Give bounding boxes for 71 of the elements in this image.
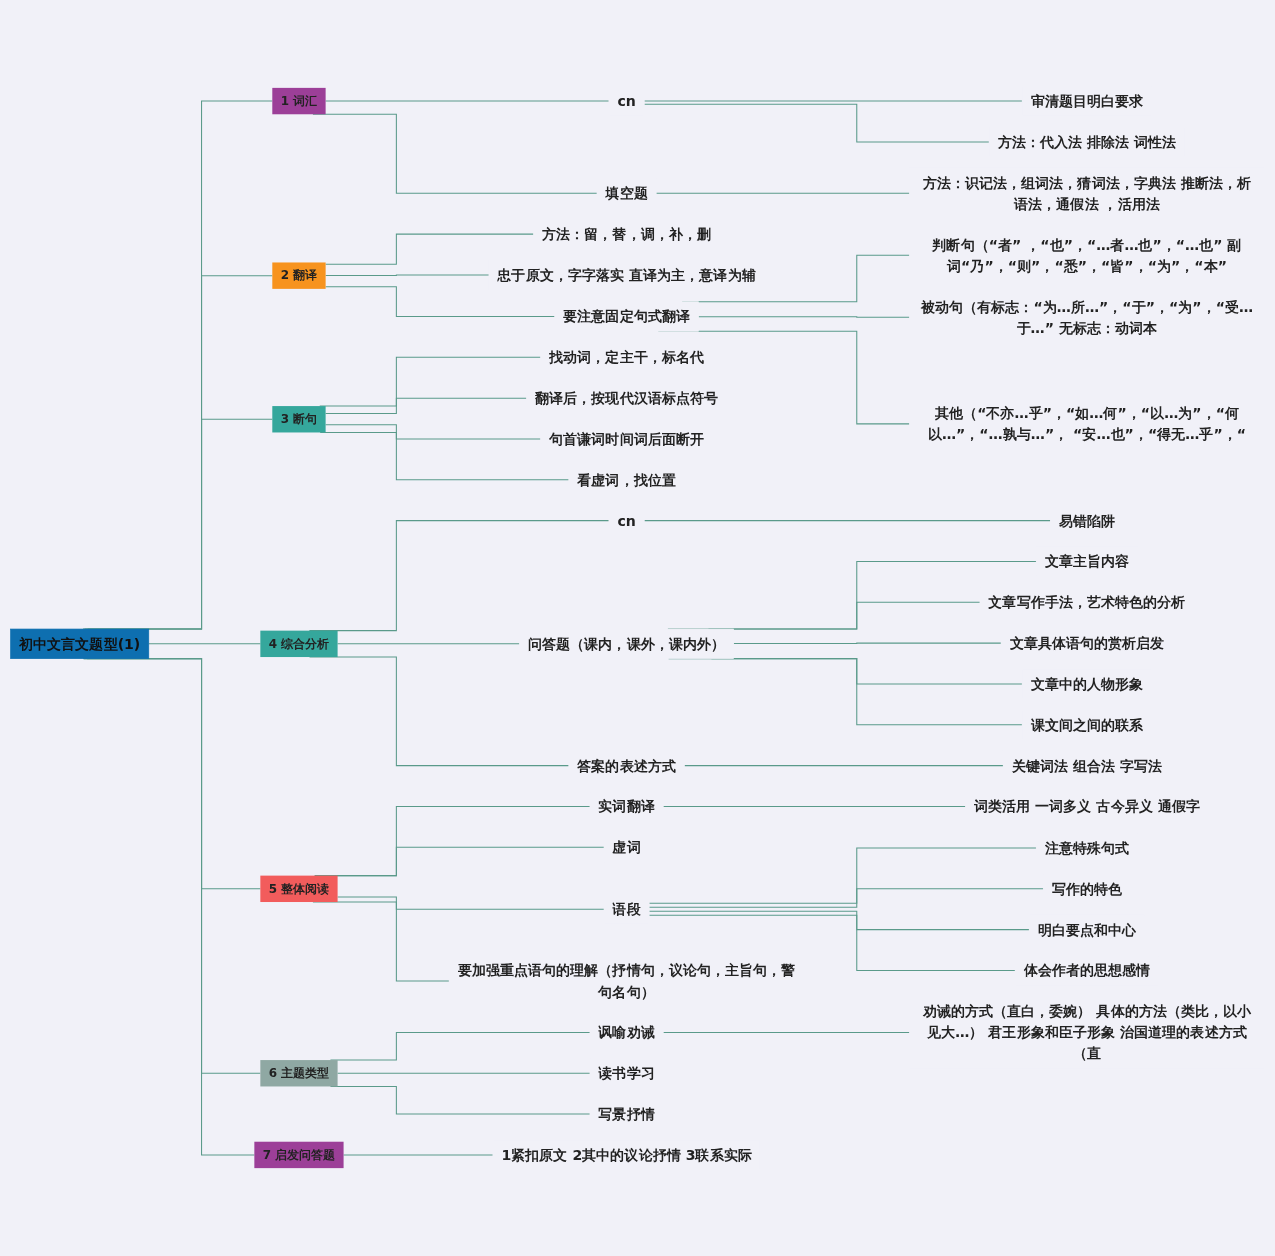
node-text: 写景抒情	[598, 1105, 655, 1123]
node-text: 明白要点和中心	[1037, 921, 1137, 939]
connector	[329, 1031, 591, 1061]
node-box: 4 综合分析	[260, 630, 338, 658]
connector	[697, 316, 911, 318]
node-text: 忠于原文，字字落实 直译为主，意译为辅	[497, 266, 756, 284]
node-text: 体会作者的思想感情	[1023, 962, 1151, 979]
connector	[648, 914, 1016, 971]
node-text: 关键词法 组合法 字写法	[1011, 757, 1163, 775]
node-text: 方法：留，替，调，补，删	[542, 225, 712, 243]
connector	[683, 765, 1004, 767]
node-box: 3 断句	[272, 406, 326, 433]
node-text: 方法：识记法，组词法，猜词法，字典法 推断法，析语法，通假法 ，活用法	[922, 174, 1252, 213]
node-box: 2 翻译	[272, 262, 326, 289]
node-text: 文章中的人物形象	[1030, 675, 1144, 693]
node-text: 易错陷阱	[1058, 512, 1116, 530]
node-text: 词类活用 一词多义 古今异义 通假字	[974, 798, 1200, 815]
node-text: 课文间之间的联系	[1030, 716, 1144, 734]
connector	[343, 1154, 494, 1156]
node-text: 实词翻译	[598, 798, 655, 815]
node-box: 初中文言文题型(1)	[10, 628, 150, 659]
connector	[325, 424, 542, 440]
node-text: 填空题	[605, 184, 648, 202]
node-text: 方法：代入法 排除法 词性法	[997, 133, 1177, 151]
connector	[643, 520, 1051, 522]
node-box: 7 启发问答题	[254, 1141, 344, 1169]
connector	[648, 910, 1030, 931]
connector	[662, 1031, 911, 1033]
node-text: cn	[617, 92, 636, 110]
node-text: 文章具体语句的赏析启发	[1009, 634, 1165, 652]
node-text: 要加强重点语句的理解（抒情句，议论句，主旨句，警句名句）	[457, 962, 796, 1001]
node-text: 被动句（有标志：“为…所…”，“于”，“为”，“受…于…” 无标志：动词本	[920, 298, 1254, 337]
node-text: 讽喻劝诫	[598, 1023, 655, 1041]
node-text: cn	[617, 512, 636, 530]
node-text: 答案的表述方式	[577, 757, 676, 775]
node-text: 看虚词，找位置	[577, 471, 676, 489]
connector	[325, 286, 556, 317]
connector	[325, 233, 535, 265]
node-text: 语段	[612, 900, 641, 918]
connector	[337, 643, 521, 645]
connector	[325, 397, 528, 414]
connector	[337, 1072, 591, 1074]
connector	[733, 642, 1002, 645]
connector	[337, 896, 605, 910]
node-text: 1紧扣原文 2其中的议论抒情 3联系实际	[501, 1146, 752, 1164]
connector	[662, 805, 967, 807]
connector	[319, 356, 542, 407]
node-text: 其他（“不亦…乎”，“如…何”，“以…为”，“何以…”，“…孰与…”， “安…也”，“得无…乎”，“	[927, 404, 1247, 443]
connector	[648, 847, 1037, 904]
node-text: 文章主旨内容	[1044, 553, 1130, 570]
connector	[655, 192, 911, 194]
node-text: 找动词，定主干，标名代	[549, 348, 705, 366]
node-box: 1 词汇	[272, 87, 326, 115]
node-text: 注意特殊句式	[1044, 839, 1130, 857]
node-text: 虚词	[612, 838, 641, 856]
node-text: 判断句（“者” ，“也”，“…者…也”，“…也” 副词“乃”，“则”，“悉”，“皆”，“为”，“本”	[932, 236, 1242, 275]
connector	[643, 100, 1023, 102]
node-text: 翻译后，按现代汉语标点符号	[535, 389, 719, 407]
connector	[648, 888, 1044, 908]
node-text: 句首谦词时间词后面断开	[549, 430, 705, 448]
node-text: 写作的特色	[1051, 880, 1123, 898]
node-box: 5 整体阅读	[260, 875, 338, 902]
connector	[643, 103, 990, 143]
node-text: 劝诫的方式（直白，委婉） 具体的方法（类比，以小见大…） 君王形象和臣子形象 治国道理的表述方式（直	[922, 1002, 1252, 1062]
node-text: 文章写作手法，艺术特色的分析	[988, 593, 1186, 611]
connector	[148, 643, 261, 645]
connector	[325, 100, 610, 102]
connector	[325, 274, 490, 276]
node-box: 6 主题类型	[260, 1060, 338, 1087]
node-text: 读书学习	[598, 1064, 655, 1082]
node-text: 审清题目明白要求	[1030, 92, 1144, 110]
